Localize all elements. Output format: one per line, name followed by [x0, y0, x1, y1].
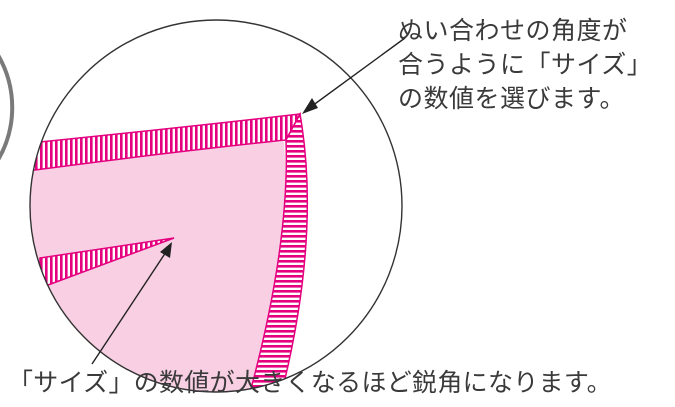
callout-top-line-2: 合うように「サイズ」	[398, 50, 653, 79]
callout-top-text: ぬい合わせの角度が 合うように「サイズ」 の数値を選びます。	[398, 14, 670, 116]
lens-content	[30, 111, 309, 392]
callout-top-line-3: の数値を選びます。	[398, 84, 626, 113]
pointer-line-bottom	[91, 251, 167, 365]
adjacent-lens-arc	[0, 54, 15, 161]
vertical-seam-band	[245, 111, 309, 392]
magnifier-circle	[29, 19, 403, 393]
callout-top-line-1: ぬい合わせの角度が	[398, 16, 628, 45]
arrowhead-top	[302, 98, 318, 114]
callout-bottom-text: 「サイズ」の数値が大きくなるほど鋭角になります。	[8, 368, 612, 397]
arrowhead-bottom	[160, 242, 172, 258]
pointer-line-top	[311, 37, 406, 107]
